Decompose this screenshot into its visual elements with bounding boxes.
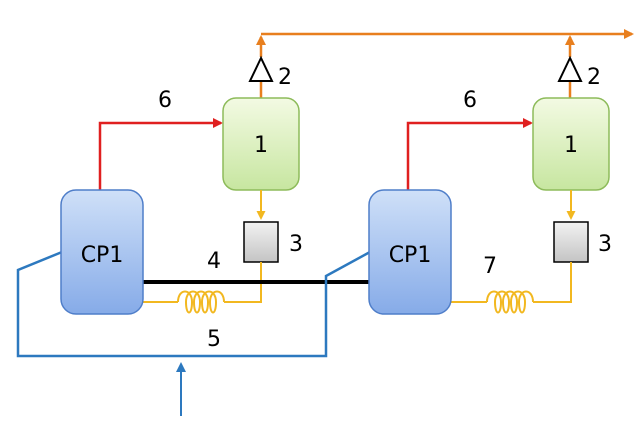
black-link: 4 [143, 249, 370, 284]
cp-block-label-right: CP1 [389, 243, 432, 268]
red-line-label-right: 6 [463, 88, 477, 113]
red-line-label-left: 6 [158, 88, 172, 113]
green-block-label-right: 1 [564, 133, 578, 158]
gray-block-right: 3 [553, 221, 612, 263]
gray-block-label-right: 3 [598, 232, 612, 257]
cp-block-label-left: CP1 [81, 243, 124, 268]
orange-output-bus [256, 29, 634, 98]
gray-block-left: 3 [243, 221, 303, 263]
cp-block-left: CP1 [60, 189, 144, 315]
blue-loop-label: 5 [207, 327, 221, 352]
cp-block-right: CP1 [368, 189, 452, 315]
amplifier-right: 2 [557, 55, 601, 90]
black-link-label: 4 [207, 249, 221, 274]
coil-line-left [143, 262, 262, 314]
coil-line-right: 7 [451, 254, 572, 314]
red-line-right: 6 [406, 88, 533, 190]
amplifier-label-right: 2 [587, 65, 601, 90]
green-block-right: 1 [532, 97, 610, 191]
amplifier-label-left: 2 [278, 65, 292, 90]
green-block-left: 1 [222, 97, 300, 191]
coil-label-right: 7 [483, 254, 497, 279]
green-block-label-left: 1 [254, 133, 268, 158]
amplifier-left: 2 [248, 55, 292, 90]
red-line-left: 6 [98, 88, 223, 190]
gray-block-label-left: 3 [289, 232, 303, 257]
blue-loop: 5 [16, 250, 371, 416]
